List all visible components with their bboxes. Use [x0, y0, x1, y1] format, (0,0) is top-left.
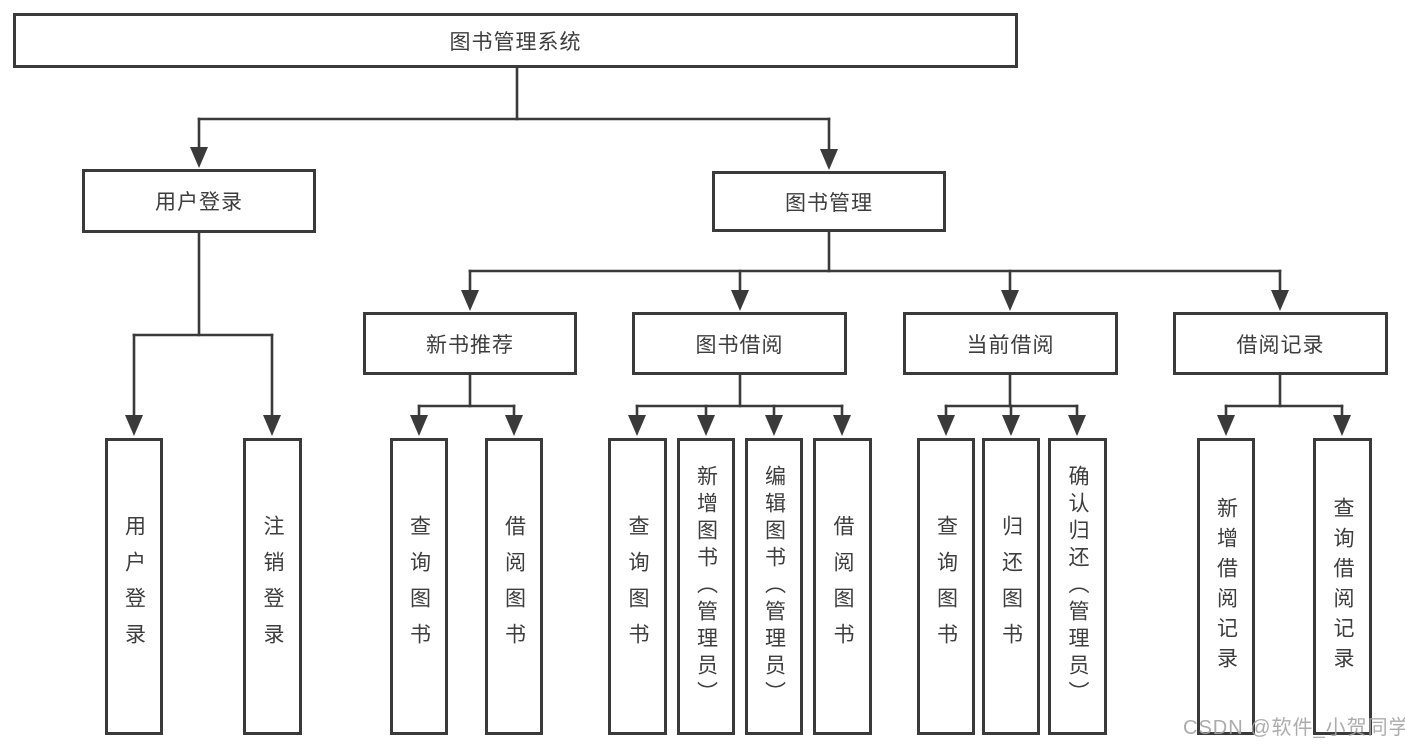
leaf-label: 新增借阅记录 — [1214, 496, 1238, 677]
leaf-borrow-books-borrowing: 借阅图书 — [813, 438, 872, 735]
leaf-label: 查询图书 — [934, 514, 958, 659]
watermark: CSDN @软件_小贺同学 — [1183, 717, 1405, 739]
arrowhead — [1271, 290, 1289, 311]
arrowhead — [937, 415, 955, 436]
leaf-query-books-recommend: 查询图书 — [390, 438, 448, 735]
leaf-label: 借阅图书 — [502, 514, 526, 659]
leaf-label: 归还图书 — [999, 514, 1023, 659]
leaf-label: 查询图书 — [407, 514, 431, 659]
arrowhead — [697, 415, 715, 436]
leaf-label: 编辑图书（管理员） — [762, 465, 786, 708]
arrowhead — [505, 415, 523, 436]
arrowhead — [628, 415, 646, 436]
leaf-label: 查询图书 — [626, 514, 649, 659]
node-current-borrowing: 当前借阅 — [903, 312, 1118, 375]
leaf-edit-books-admin: 编辑图书（管理员） — [745, 438, 803, 735]
arrowhead — [190, 147, 208, 168]
leaf-query-borrow-record: 查询借阅记录 — [1313, 438, 1372, 735]
leaf-add-books-admin: 新增图书（管理员） — [677, 438, 735, 735]
node-borrowing-records: 借阅记录 — [1173, 312, 1388, 375]
leaf-label: 确认归还（管理员） — [1066, 465, 1089, 708]
node-book-borrowing: 图书借阅 — [632, 312, 847, 375]
leaf-label: 借阅图书 — [831, 514, 854, 659]
leaf-user-login: 用户登录 — [105, 438, 163, 735]
node-library-management-system: 图书管理系统 — [13, 13, 1018, 68]
leaf-label: 用户登录 — [122, 514, 146, 659]
leaf-label: 查询借阅记录 — [1331, 496, 1354, 677]
node-user-login: 用户登录 — [82, 169, 316, 233]
leaf-label: 新增图书（管理员） — [694, 465, 718, 708]
arrowhead — [1217, 415, 1235, 436]
arrowhead — [125, 415, 143, 436]
leaf-return-books: 归还图书 — [982, 438, 1040, 735]
node-book-management: 图书管理 — [712, 171, 946, 232]
arrowhead — [731, 290, 749, 311]
leaf-query-books-borrowing: 查询图书 — [608, 438, 667, 735]
arrowhead — [765, 415, 783, 436]
leaf-query-books-current: 查询图书 — [917, 438, 975, 735]
arrowhead — [1333, 415, 1351, 436]
arrowhead — [461, 290, 479, 311]
arrowhead — [1068, 415, 1086, 436]
arrowhead — [820, 149, 838, 170]
arrowhead — [263, 415, 281, 436]
arrowhead — [410, 415, 428, 436]
arrowhead — [1002, 415, 1020, 436]
leaf-borrow-books-recommend: 借阅图书 — [485, 438, 543, 735]
node-new-book-recommend: 新书推荐 — [363, 312, 577, 375]
leaf-add-borrow-record: 新增借阅记录 — [1197, 438, 1255, 735]
leaf-label: 注销登录 — [261, 514, 284, 659]
leaf-confirm-return-admin: 确认归还（管理员） — [1048, 438, 1107, 735]
arrowhead — [1001, 290, 1019, 311]
leaf-logout: 注销登录 — [243, 438, 302, 735]
arrowhead — [833, 415, 851, 436]
